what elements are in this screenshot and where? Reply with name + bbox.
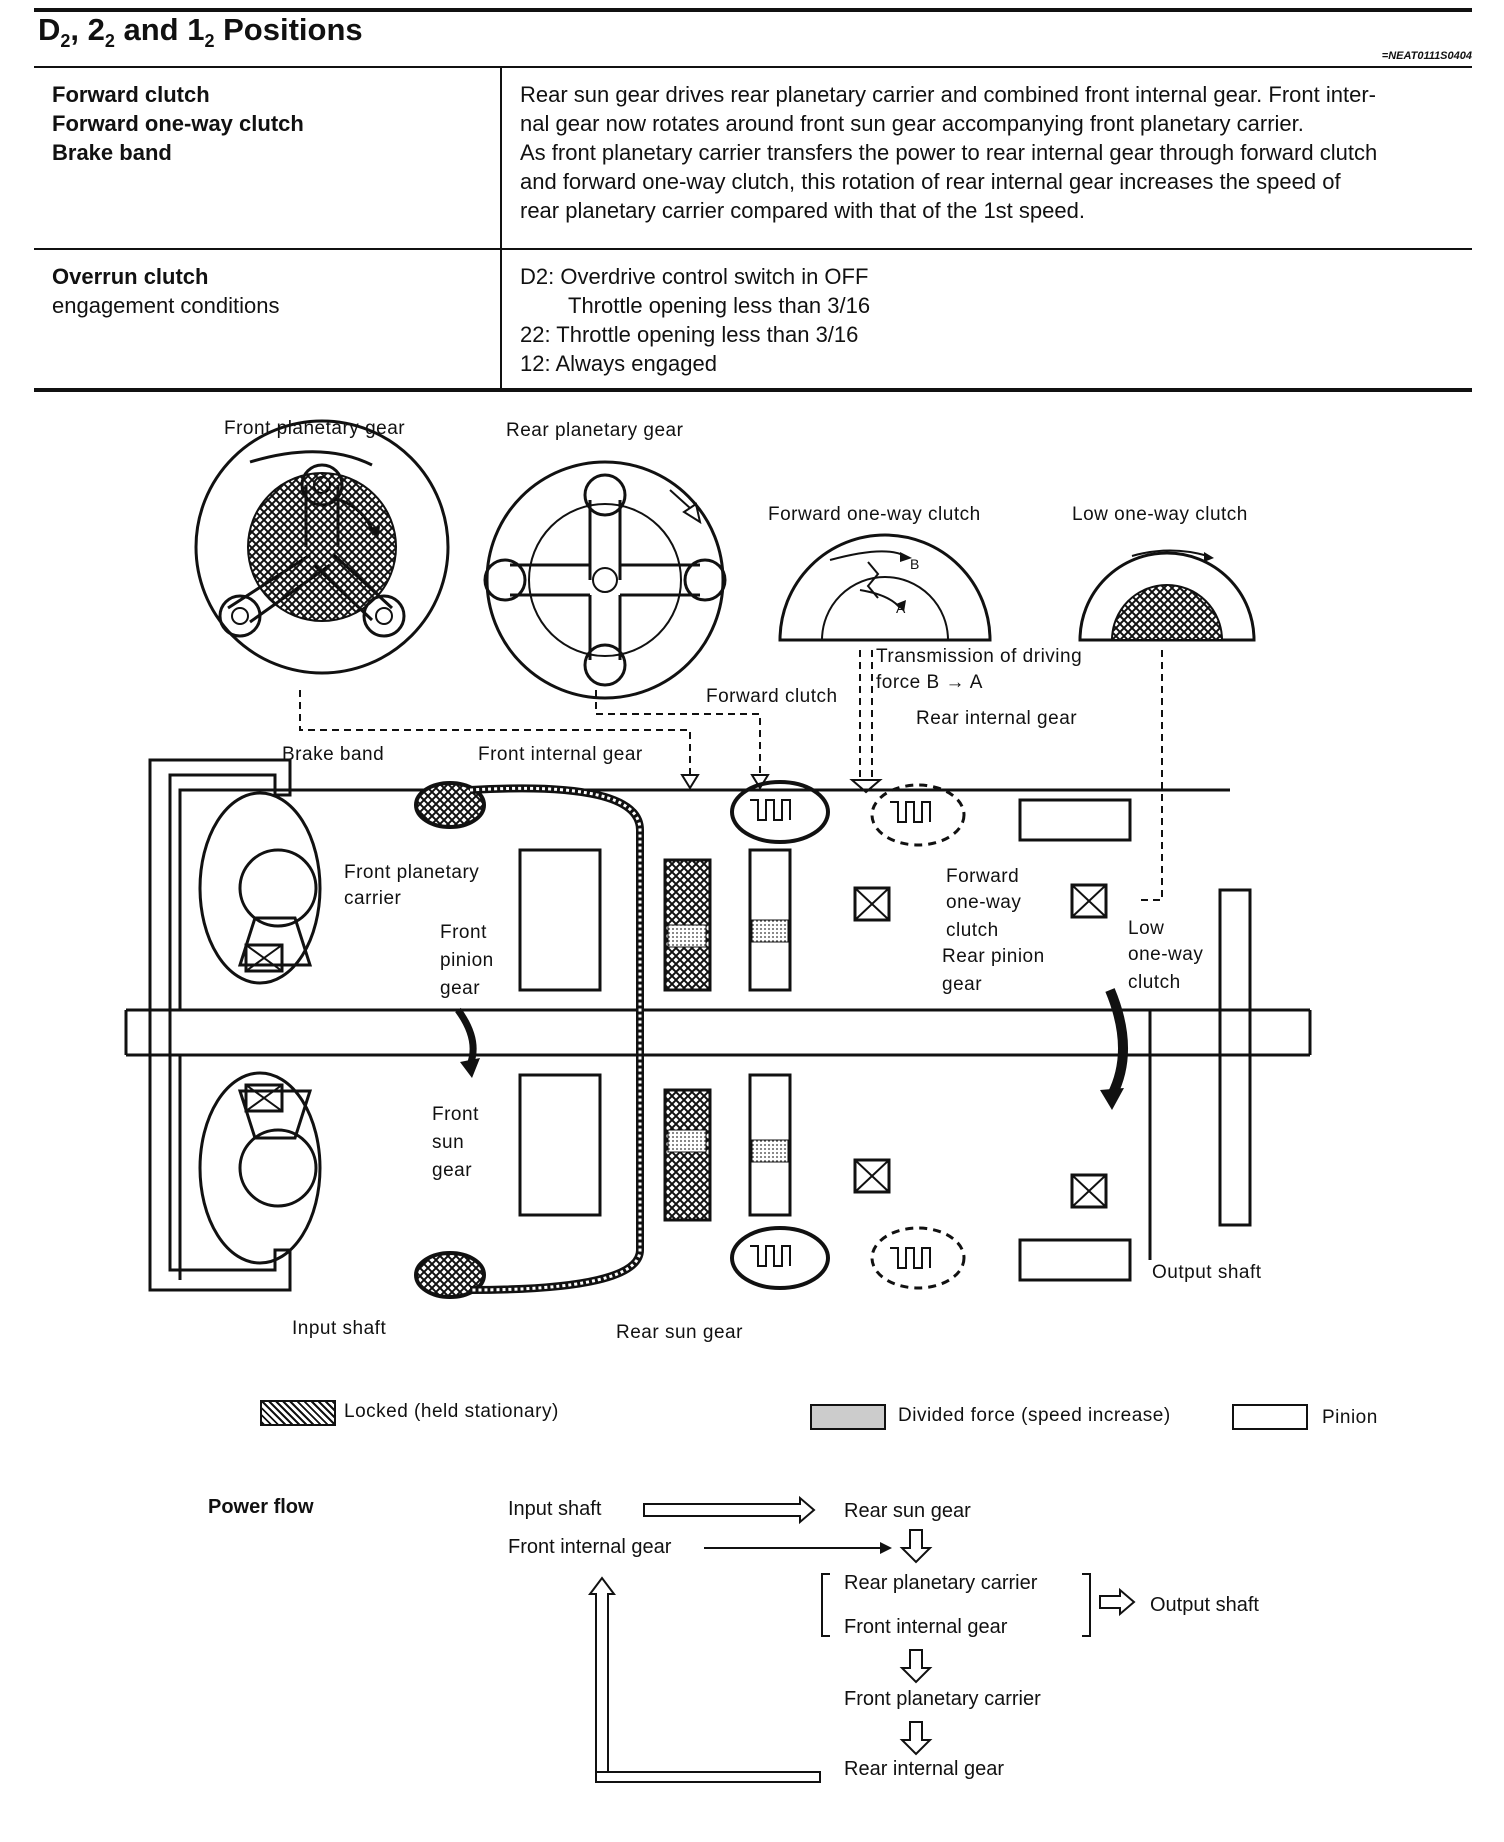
low-one-way-clutch-label: Low one-way clutch xyxy=(1072,504,1248,525)
locked-swatch xyxy=(260,1400,336,1426)
description-line: Rear sun gear drives rear planetary carr… xyxy=(520,82,1376,107)
divided-force-legend-label: Divided force (speed increase) xyxy=(898,1405,1171,1426)
input-shaft-label: Input shaft xyxy=(292,1318,387,1339)
forward-owc-label: clutch xyxy=(946,920,999,941)
engaged-elements-cell: Forward clutch Forward one-way clutch Br… xyxy=(34,68,502,250)
front-sun-gear-label: gear xyxy=(432,1160,473,1181)
force-b-a-label: force B → A xyxy=(876,672,983,693)
pf-front-planetary-carrier: Front planetary carrier xyxy=(844,1688,1041,1710)
divided-force-swatch xyxy=(810,1404,886,1430)
pf-rear-planetary-carrier: Rear planetary carrier xyxy=(844,1572,1038,1594)
front-planetary-gear-illustration xyxy=(194,419,450,675)
table-row: Overrun clutch engagement conditions D2:… xyxy=(34,249,1472,392)
forward-owc-label: Forward xyxy=(946,866,1020,887)
rear-pinion-gear-label: gear xyxy=(942,974,983,995)
pf-input-shaft: Input shaft xyxy=(508,1498,602,1520)
front-internal-gear-label: Front internal gear xyxy=(478,744,643,765)
pinion-legend-label: Pinion xyxy=(1322,1407,1378,1428)
brake-band-label: Brake band xyxy=(282,744,385,765)
forward-clutch-label: Forward clutch xyxy=(706,686,838,707)
reference-code: =NEAT0111S0404 xyxy=(1381,50,1472,62)
engagement-conditions-label: engagement conditions xyxy=(52,293,280,318)
power-flow-title: Power flow xyxy=(208,1496,314,1518)
front-pinion-gear-label: pinion xyxy=(440,950,494,971)
conditions-table: Forward clutch Forward one-way clutch Br… xyxy=(34,68,1472,392)
rear-pinion-gear-label: Rear pinion xyxy=(942,946,1045,967)
header-rule xyxy=(34,66,1472,68)
condition-line: Throttle opening less than 3/16 xyxy=(568,293,871,318)
front-sun-gear-label: sun xyxy=(432,1132,465,1153)
pf-rear-sun-gear: Rear sun gear xyxy=(844,1500,971,1522)
pf-front-internal-gear: Front internal gear xyxy=(508,1536,672,1558)
top-rule xyxy=(34,8,1472,12)
front-planetary-carrier-label: Front planetary xyxy=(344,862,480,883)
forward-one-way-clutch-label: Forward one-way clutch xyxy=(52,111,304,136)
condition-line: 12: Always engaged xyxy=(520,351,717,376)
overrun-clutch-cell: Overrun clutch engagement conditions xyxy=(34,249,502,392)
rear-internal-gear-label: Rear internal gear xyxy=(916,708,1078,729)
front-pinion-gear-label: Front xyxy=(440,922,487,943)
front-planetary-carrier-label: carrier xyxy=(344,888,402,909)
output-shaft-label: Output shaft xyxy=(1152,1262,1262,1283)
conditions-cell: D2: Overdrive control switch in OFF Thro… xyxy=(501,249,1472,392)
rear-planetary-gear-illustration xyxy=(483,460,727,700)
table-row: Forward clutch Forward one-way clutch Br… xyxy=(34,68,1472,250)
description-line: rear planetary carrier compared with tha… xyxy=(520,198,1085,223)
front-pinion-gear-label: gear xyxy=(440,978,481,999)
rear-planetary-gear-label: Rear planetary gear xyxy=(506,420,684,441)
transmission-cross-section xyxy=(124,758,1312,1299)
description-line: and forward one-way clutch, this rotatio… xyxy=(520,169,1341,194)
low-one-way-clutch-illustration xyxy=(1078,549,1256,642)
page-title: D2, 22 and 12 Positions xyxy=(38,12,363,52)
description-line: As front planetary carrier transfers the… xyxy=(520,140,1378,165)
description-cell: Rear sun gear drives rear planetary carr… xyxy=(501,68,1472,250)
condition-line: D2: Overdrive control switch in OFF xyxy=(520,264,869,289)
overrun-clutch-label: Overrun clutch xyxy=(52,264,209,289)
locked-legend-label: Locked (held stationary) xyxy=(344,1401,559,1422)
condition-line: 22: Throttle opening less than 3/16 xyxy=(520,322,859,347)
forward-clutch-label: Forward clutch xyxy=(52,82,210,107)
label-a: A xyxy=(896,600,906,616)
front-sun-gear-label: Front xyxy=(432,1104,479,1125)
forward-one-way-clutch-label: Forward one-way clutch xyxy=(768,504,981,525)
brake-band-label: Brake band xyxy=(52,140,172,165)
rear-sun-gear-label: Rear sun gear xyxy=(616,1322,743,1343)
front-planetary-gear-label: Front planetary gear xyxy=(224,418,406,439)
low-owc-label: one-way xyxy=(1128,944,1204,965)
label-b: B xyxy=(910,556,920,572)
forward-owc-label: one-way xyxy=(946,892,1022,913)
pinion-swatch xyxy=(1232,1404,1308,1430)
transmission-of-driving-label: Transmission of driving xyxy=(876,646,1083,667)
low-owc-label: clutch xyxy=(1128,972,1181,993)
pf-front-internal-gear-2: Front internal gear xyxy=(844,1616,1008,1638)
low-owc-label: Low xyxy=(1128,918,1165,939)
forward-one-way-clutch-illustration xyxy=(778,533,992,642)
pf-rear-internal-gear: Rear internal gear xyxy=(844,1758,1005,1780)
description-line: nal gear now rotates around front sun ge… xyxy=(520,111,1304,136)
pf-output-shaft: Output shaft xyxy=(1150,1594,1259,1616)
